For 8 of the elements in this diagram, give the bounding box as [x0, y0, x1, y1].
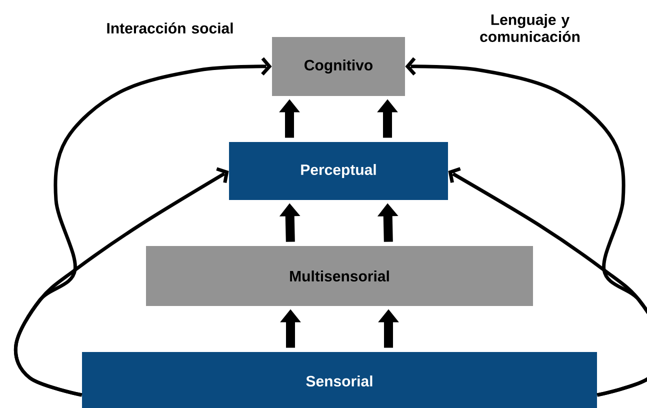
level-box: Sensorial — [82, 352, 597, 408]
level-box: Cognitivo — [272, 37, 405, 96]
level-box: Perceptual — [229, 142, 448, 200]
curved-arrow — [405, 57, 647, 397]
edge-label: Interacción social — [107, 22, 233, 34]
curved-arrow — [14, 57, 272, 397]
edge-label: Lenguaje y comunicación — [480, 14, 580, 42]
level-box: Multisensorial — [146, 246, 533, 306]
